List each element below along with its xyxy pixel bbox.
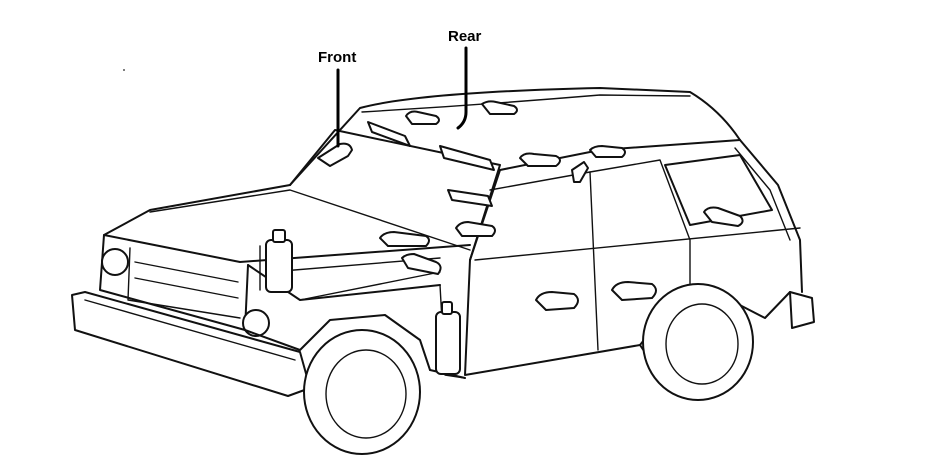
vehicle-body <box>71 87 815 397</box>
front-callout-label: Front <box>318 49 357 66</box>
rear-wheel <box>642 283 754 401</box>
rear-callout-label: Rear <box>448 28 482 45</box>
rear-leader-line <box>456 46 468 130</box>
grab-handles <box>317 100 744 311</box>
canister <box>435 301 461 375</box>
front-wheel <box>303 329 421 455</box>
washer-bottle <box>259 229 293 293</box>
